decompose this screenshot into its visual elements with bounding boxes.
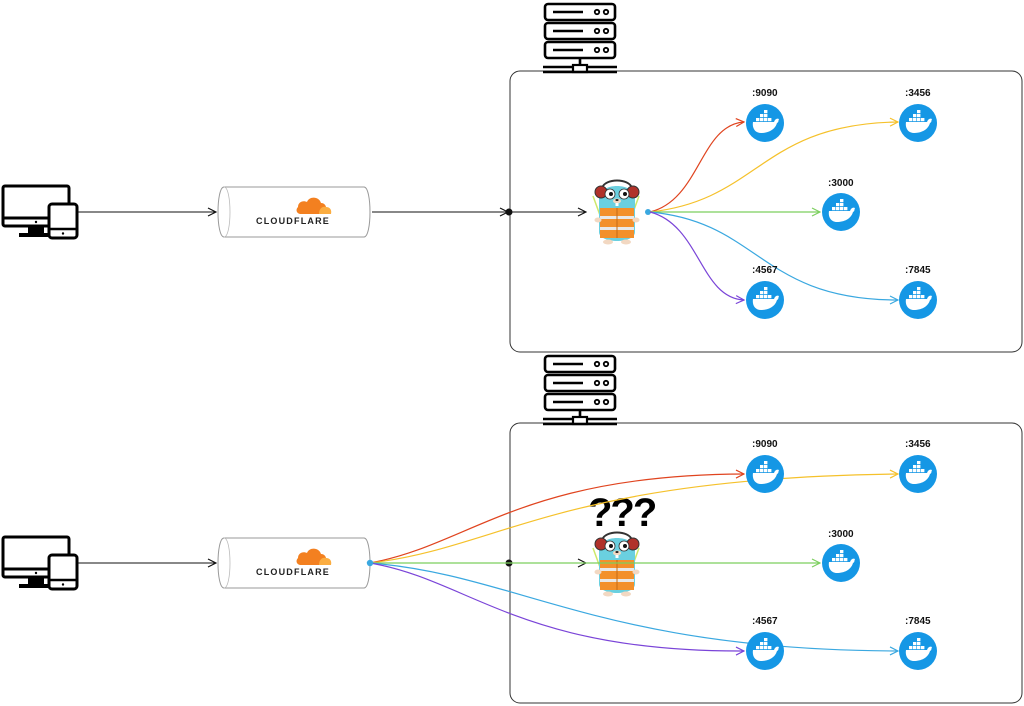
port-label-4567: :4567 [752,265,778,276]
diagram-bottom: CLOUDFLARE ??? :9090 :3456 :3000 :4567 :… [1,354,1023,704]
server-rack-icon [541,2,619,74]
entry-dot [505,208,513,216]
gopher-mascot-icon [592,179,641,246]
port-label-9090: :9090 [752,88,778,99]
docker-whale-icon [822,544,860,582]
cloudflare-tunnel: CLOUDFLARE [217,537,371,589]
docker-whale-icon [899,104,937,142]
port-label-3456: :3456 [905,439,931,450]
route-4567 [649,211,744,300]
confused-question-marks: ??? [588,491,656,535]
docker-whale-icon [899,281,937,319]
port-label-7845: :7845 [905,265,931,276]
docker-whale-icon [746,632,784,670]
port-label-9090: :9090 [752,439,778,450]
route-4567 [369,562,744,651]
route-3456 [649,122,898,213]
port-label-3456: :3456 [905,88,931,99]
route-7845 [369,562,898,651]
tunnel-out-dot [366,559,374,567]
docker-whale-icon [746,455,784,493]
docker-whale-icon [746,104,784,142]
port-label-7845: :7845 [905,616,931,627]
proxy-out-dot [645,209,651,215]
port-label-4567: :4567 [752,616,778,627]
diagram-top: CLOUDFLARE :9090 :3456 :3000 :4567 :7845 [1,2,1023,353]
cloudflare-label: CLOUDFLARE [256,216,330,226]
server-rack-icon [541,354,619,426]
cloudflare-label: CLOUDFLARE [256,567,330,577]
gopher-mascot-icon [592,531,641,598]
docker-whale-icon [899,632,937,670]
docker-whale-icon [746,281,784,319]
cloudflare-tunnel: CLOUDFLARE [217,186,371,238]
desktop-and-tablet-icon [1,184,79,240]
docker-whale-icon [899,455,937,493]
port-label-3000: :3000 [828,178,854,189]
desktop-and-tablet-icon [1,535,79,591]
route-7845 [649,211,898,300]
route-9090 [649,122,744,213]
port-label-3000: :3000 [828,529,854,540]
docker-whale-icon [822,193,860,231]
route-9090 [369,474,744,564]
